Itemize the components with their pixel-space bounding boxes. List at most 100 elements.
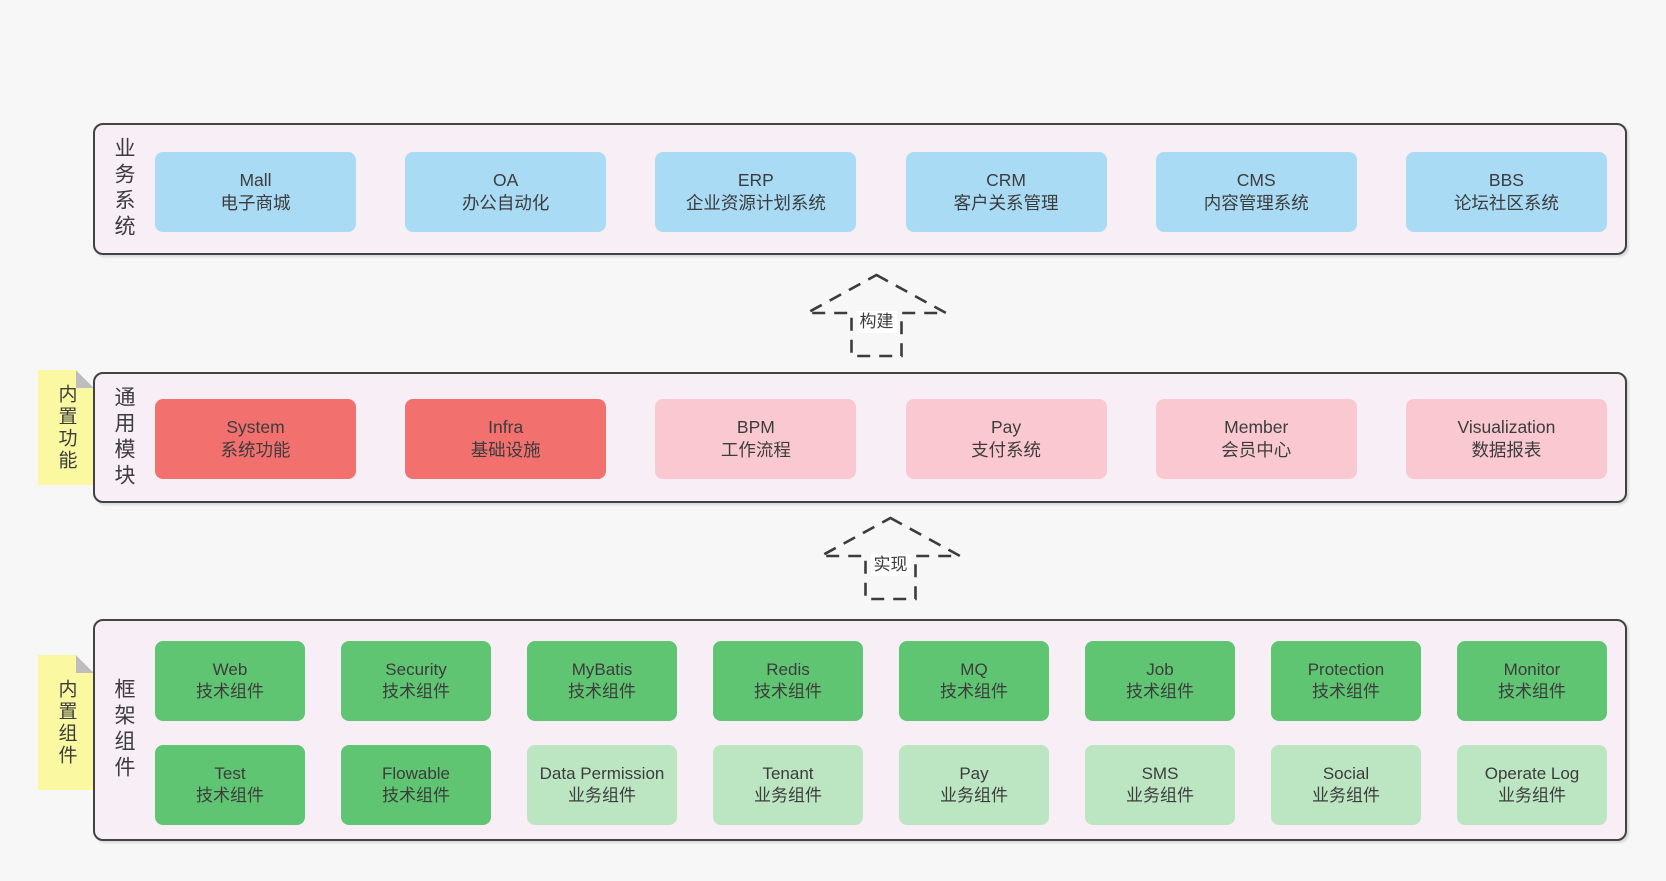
node-subtitle: 工作流程 — [720, 440, 791, 460]
node-title: MyBatis — [571, 659, 633, 679]
lane-common-modules: 通用模块 System 系统功能 Infra 基础设施 BPM 工作流程 Pay… — [93, 372, 1627, 503]
lane-title: 框架组件 — [112, 678, 135, 782]
node-flowable: Flowable 技术组件 — [341, 745, 491, 825]
node-title: Member — [1224, 416, 1289, 437]
node-title: Security — [385, 659, 447, 679]
node-oa: OA 办公自动化 — [405, 152, 607, 232]
node-cms: CMS 内容管理系统 — [1155, 152, 1357, 232]
node-subtitle: 业务组件 — [1498, 786, 1566, 805]
lane-business-systems: 业务系统 Mall 电子商城 OA 办公自动化 ERP 企业资源计划系统 CRM… — [93, 123, 1627, 255]
sticky-note-label: 内置组件 — [55, 678, 77, 767]
node-crm: CRM 客户关系管理 — [905, 152, 1107, 232]
node-subtitle: 技术组件 — [1126, 682, 1194, 701]
node-title: Monitor — [1503, 659, 1561, 679]
up-arrow-icon — [820, 516, 961, 601]
node-title: Tenant — [762, 763, 814, 783]
node-title: Web — [212, 659, 248, 679]
node-subtitle: 基础设施 — [470, 440, 541, 460]
node-subtitle: 电子商城 — [220, 193, 291, 213]
node-title: Social — [1322, 763, 1370, 783]
node-title: Protection — [1307, 659, 1385, 679]
node-subtitle: 技术组件 — [754, 682, 822, 701]
node-title: BPM — [736, 416, 775, 437]
node-subtitle: 会员中心 — [1221, 440, 1292, 460]
node-job: Job 技术组件 — [1085, 641, 1235, 721]
node-title: Operate Log — [1484, 763, 1580, 783]
node-system: System 系统功能 — [155, 399, 356, 479]
node-subtitle: 业务组件 — [1126, 786, 1194, 805]
node-subtitle: 业务组件 — [1312, 786, 1380, 805]
node-visualization: Visualization 数据报表 — [1405, 399, 1607, 479]
node-title: Mall — [239, 169, 272, 190]
node-subtitle: 数据报表 — [1471, 440, 1542, 460]
node-title: BBS — [1488, 169, 1524, 190]
node-member: Member 会员中心 — [1155, 399, 1357, 479]
node-data-permission: Data Permission 业务组件 — [527, 745, 677, 825]
lane-boxes-row1: Web 技术组件 Security 技术组件 MyBatis 技术组件 Redi… — [155, 641, 1607, 721]
node-pay-system: Pay 支付系统 — [905, 399, 1107, 479]
node-subtitle: 业务组件 — [568, 786, 636, 805]
node-title: MQ — [960, 659, 988, 679]
node-social: Social 业务组件 — [1271, 745, 1421, 825]
node-subtitle: 系统功能 — [220, 440, 291, 460]
node-infra: Infra 基础设施 — [405, 399, 607, 479]
lane-boxes-row2: Test 技术组件 Flowable 技术组件 Data Permission … — [155, 745, 1607, 825]
node-subtitle: 论坛社区系统 — [1453, 193, 1559, 213]
lane-boxes: Mall 电子商城 OA 办公自动化 ERP 企业资源计划系统 CRM 客户关系… — [155, 152, 1607, 232]
node-subtitle: 技术组件 — [196, 682, 264, 701]
node-subtitle: 业务组件 — [940, 786, 1008, 805]
up-arrow-icon — [806, 273, 947, 358]
node-subtitle: 技术组件 — [1498, 682, 1566, 701]
node-title: Visualization — [1457, 416, 1556, 437]
node-erp: ERP 企业资源计划系统 — [655, 152, 857, 232]
node-title: Pay — [959, 763, 989, 783]
node-title: SMS — [1141, 763, 1179, 783]
node-title: CMS — [1236, 169, 1276, 190]
node-subtitle: 技术组件 — [1312, 682, 1380, 701]
node-subtitle: 客户关系管理 — [953, 193, 1059, 213]
node-pay-component: Pay 业务组件 — [899, 745, 1049, 825]
node-subtitle: 技术组件 — [568, 682, 636, 701]
node-title: CRM — [986, 169, 1026, 190]
dashed-up-arrow-build: 构建 — [805, 273, 948, 358]
node-mq: MQ 技术组件 — [899, 641, 1049, 721]
node-subtitle: 技术组件 — [940, 682, 1008, 701]
node-mybatis: MyBatis 技术组件 — [527, 641, 677, 721]
node-protection: Protection 技术组件 — [1271, 641, 1421, 721]
lane-title: 通用模块 — [112, 385, 135, 490]
node-title: Pay — [990, 416, 1022, 437]
node-title: Redis — [766, 659, 810, 679]
sticky-note-label: 内置功能 — [55, 383, 77, 472]
sticky-note-built-in-functions: 内置功能 — [38, 370, 94, 485]
node-title: OA — [493, 169, 519, 190]
node-subtitle: 技术组件 — [382, 682, 450, 701]
node-title: Data Permission — [539, 763, 665, 783]
node-subtitle: 技术组件 — [382, 786, 450, 805]
lane-framework-components: 框架组件 Web 技术组件 Security 技术组件 MyBatis 技术组件… — [93, 619, 1627, 841]
node-title: Flowable — [381, 763, 451, 783]
arrow-label: 构建 — [856, 311, 897, 334]
node-redis: Redis 技术组件 — [713, 641, 863, 721]
node-mall: Mall 电子商城 — [155, 152, 356, 232]
node-title: ERP — [737, 169, 774, 190]
node-bpm: BPM 工作流程 — [655, 399, 857, 479]
node-subtitle: 业务组件 — [754, 786, 822, 805]
node-subtitle: 内容管理系统 — [1203, 193, 1309, 213]
node-operate-log: Operate Log 业务组件 — [1457, 745, 1607, 825]
node-title: Infra — [488, 416, 524, 437]
sticky-note-built-in-components: 内置组件 — [38, 655, 94, 790]
node-subtitle: 技术组件 — [196, 786, 264, 805]
node-subtitle: 企业资源计划系统 — [685, 193, 826, 213]
node-bbs: BBS 论坛社区系统 — [1405, 152, 1607, 232]
lane-title: 业务系统 — [112, 137, 135, 241]
arrow-label: 实现 — [870, 554, 911, 577]
node-title: Job — [1146, 659, 1174, 679]
node-title: Test — [214, 763, 246, 783]
lane-boxes: System 系统功能 Infra 基础设施 BPM 工作流程 Pay 支付系统… — [155, 399, 1607, 479]
node-title: System — [226, 416, 285, 437]
node-monitor: Monitor 技术组件 — [1457, 641, 1607, 721]
node-web: Web 技术组件 — [155, 641, 305, 721]
node-tenant: Tenant 业务组件 — [713, 745, 863, 825]
node-subtitle: 支付系统 — [971, 440, 1042, 460]
